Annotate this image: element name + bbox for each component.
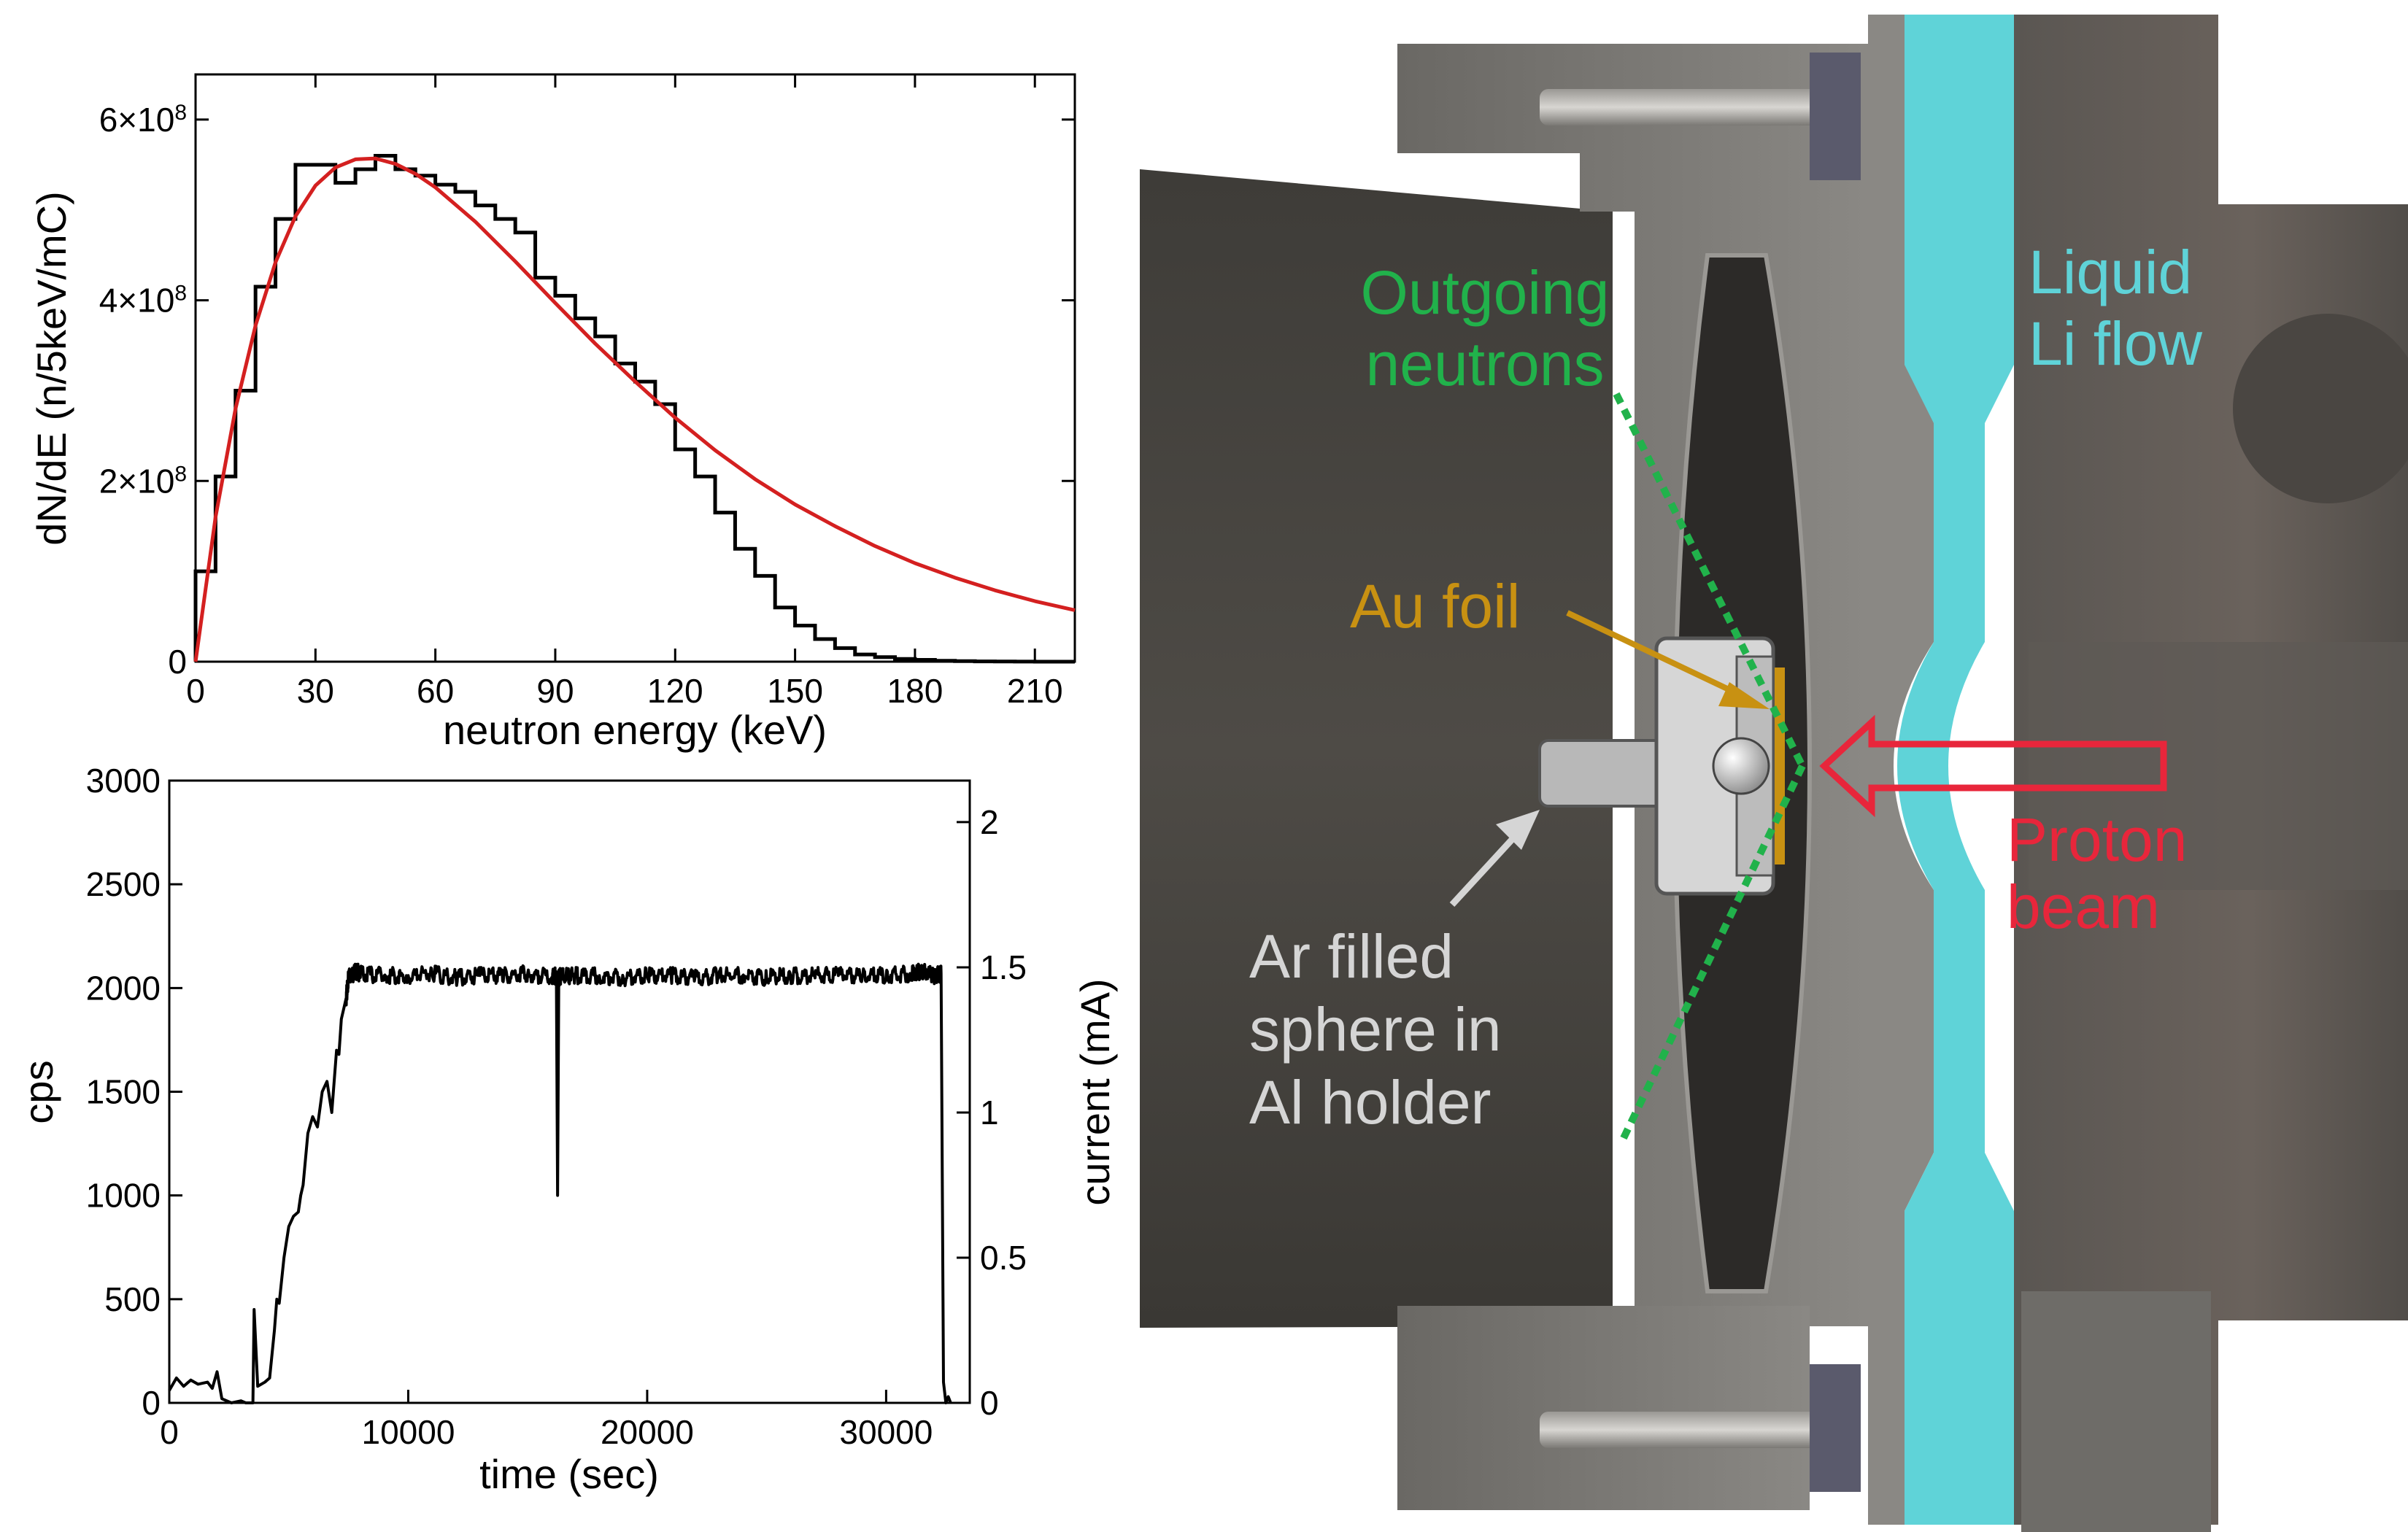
bottom-pipe: [2021, 1291, 2211, 1532]
ar-arrowhead: [1496, 810, 1540, 850]
x-tick-label: 150: [767, 672, 823, 710]
plot-frame: [194, 73, 1076, 663]
x-tick-label: 20000: [601, 1413, 694, 1451]
label-proton-1: Proton: [2007, 805, 2188, 874]
y-tick-label: 500: [104, 1280, 161, 1318]
cps-line: [168, 962, 952, 1404]
x-ticks: 0 30 60 90 120 150 180 210: [186, 74, 1063, 710]
y-axis-label: cps: [15, 1060, 61, 1123]
x-tick-label: 0: [186, 672, 205, 710]
top-bolt: [1540, 89, 1832, 125]
chamber-wall: [1868, 15, 1934, 1525]
fit-curve-line: [193, 156, 1076, 662]
holder-stem: [1538, 739, 1665, 808]
right-bottom-block: [2218, 1320, 2408, 1532]
y-ticks: 0 500 1000 1500 2000 2500 3000: [86, 762, 182, 1422]
liquid-li-channel: [1897, 15, 2014, 1525]
y-tick-label: 4×108: [99, 281, 187, 320]
au-foil-arrow-line: [1566, 610, 1745, 700]
x-tick-label: 0: [160, 1413, 179, 1451]
proton-beam-arrow: [1819, 714, 2167, 818]
histogram-series: [193, 153, 1075, 664]
chamber-body: [1140, 169, 1613, 1328]
au-foil-arrowhead: [1718, 682, 1770, 709]
x-axis-label: time (sec): [479, 1451, 659, 1497]
x-tick-label: 60: [417, 672, 454, 710]
x-tick-label: 120: [647, 672, 703, 710]
y-ticks: 0 2×108 4×108 6×108: [99, 100, 1075, 681]
y-tick-label: 3000: [86, 762, 161, 800]
x-tick-label: 30: [297, 672, 334, 710]
top-nut: [1810, 53, 1861, 180]
label-outgoing-2: neutrons: [1366, 330, 1605, 398]
label-ar-1: Ar filled: [1249, 922, 1454, 991]
fit-curve-series: [193, 156, 1076, 662]
apparatus-diagram: Outgoing neutrons Liquid Li flow Au foil…: [1140, 15, 2408, 1532]
label-proton-2: beam: [2007, 873, 2160, 941]
bottom-nut: [1810, 1364, 1861, 1492]
right-y-tick-label: 0: [980, 1384, 999, 1422]
bottom-bolt: [1540, 1412, 1832, 1448]
label-liquid-2: Li flow: [2029, 309, 2202, 378]
label-outgoing-1: Outgoing: [1361, 258, 1610, 327]
right-y-ticks: 0 0.5 1 1.5 2: [957, 803, 1027, 1422]
x-tick-label: 30000: [839, 1413, 933, 1451]
label-au-foil: Au foil: [1350, 572, 1520, 641]
bottom-flange: [1397, 1306, 1810, 1510]
y-tick-label: 0: [168, 643, 187, 681]
right-y-tick-label: 1: [980, 1094, 999, 1131]
y-tick-label: 1000: [86, 1177, 161, 1215]
right-y-tick-label: 1.5: [980, 948, 1027, 986]
label-ar-3: Al holder: [1249, 1068, 1492, 1137]
cps-series: [168, 962, 952, 1404]
au-foil-strip: [1775, 668, 1785, 864]
right-y-tick-label: 2: [980, 803, 999, 841]
y-tick-label: 0: [142, 1384, 161, 1422]
x-tick-label: 10000: [362, 1413, 455, 1451]
plot-frame: [168, 779, 971, 1404]
x-ticks: 0 10000 20000 30000: [160, 1390, 933, 1451]
label-liquid-1: Liquid: [2029, 238, 2192, 306]
right-port: [2233, 314, 2408, 503]
ar-arrow-line: [1449, 829, 1522, 908]
right-y-axis-label: current (mA): [1072, 978, 1118, 1205]
right-y-tick-label: 0.5: [980, 1239, 1027, 1277]
y-tick-label: 2×108: [99, 462, 187, 500]
y-tick-label: 2000: [86, 969, 161, 1007]
y-tick-label: 6×108: [99, 100, 187, 139]
right-top-block: [2218, 15, 2408, 204]
x-tick-label: 90: [536, 672, 574, 710]
y-tick-label: 1500: [86, 1073, 161, 1111]
ar-sphere: [1712, 737, 1770, 795]
label-ar-2: sphere in: [1249, 995, 1502, 1064]
y-axis-label: dN/dE (n/5keV/mC): [28, 191, 74, 546]
histogram-line: [193, 153, 1075, 664]
x-tick-label: 180: [887, 672, 943, 710]
neutron-spectrum-chart: 0 30 60 90 120 150 180 210 0 2×108 4×108 6×108 neu…: [28, 73, 1076, 753]
y-tick-label: 2500: [86, 865, 161, 903]
x-tick-label: 210: [1007, 672, 1063, 710]
x-axis-label: neutron energy (keV): [443, 707, 827, 753]
right-beam-tube: [2029, 642, 2408, 890]
